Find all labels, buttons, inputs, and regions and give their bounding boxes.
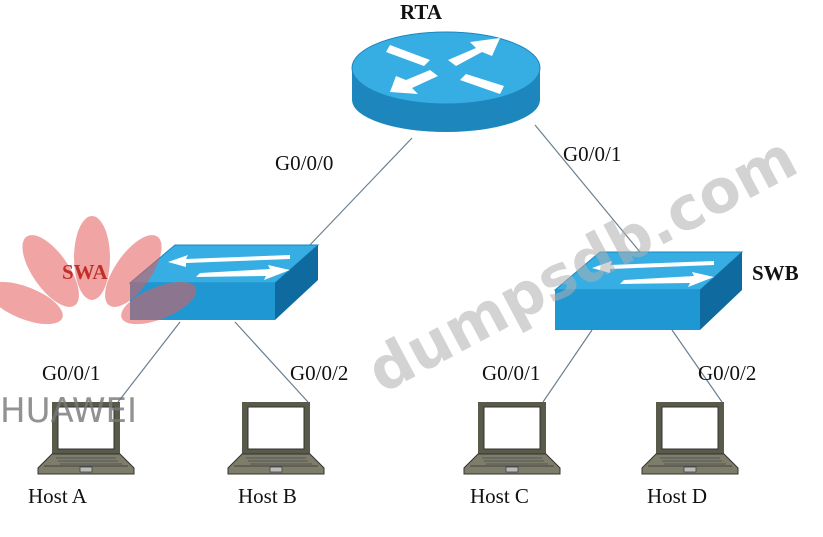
router-arrows-icon [386, 38, 504, 94]
port-label-rta-g000: G0/0/0 [275, 151, 333, 175]
switch-arrows-icon [592, 261, 714, 287]
link-rta-swb [534, 124, 641, 253]
port-label-swb-g002: G0/0/2 [698, 361, 756, 385]
switch-swb[interactable] [553, 251, 744, 330]
port-label-swb-g001: G0/0/1 [482, 361, 540, 385]
huawei-wordmark: HUAWEI [0, 391, 137, 431]
port-label-rta-g001: G0/0/1 [563, 142, 621, 166]
switch-arrows-icon [168, 255, 290, 280]
host-label-a: Host A [28, 484, 88, 508]
host-label-d: Host D [647, 484, 707, 508]
port-label-swa-g002: G0/0/2 [290, 361, 348, 385]
link-rta-swa [307, 137, 413, 248]
links [117, 124, 723, 403]
port-label-swa-g001: G0/0/1 [42, 361, 100, 385]
host-label-c: Host C [470, 484, 529, 508]
link-swa-hosta [117, 321, 181, 403]
laptop-icon-host-d[interactable] [641, 401, 739, 475]
link-swb-hostc [542, 329, 593, 403]
switch-label-swb: SWB [752, 261, 799, 285]
host-label-b: Host B [238, 484, 297, 508]
switch-label-swa: SWA [62, 260, 108, 284]
router-label: RTA [400, 0, 443, 24]
link-swa-hostb [234, 321, 309, 403]
huawei-logo-watermark [0, 216, 197, 325]
laptop-icon-host-c[interactable] [463, 401, 561, 475]
laptop-icon-host-b[interactable] [227, 401, 325, 475]
link-swb-hostd [671, 329, 723, 403]
router-rta[interactable] [351, 31, 541, 132]
